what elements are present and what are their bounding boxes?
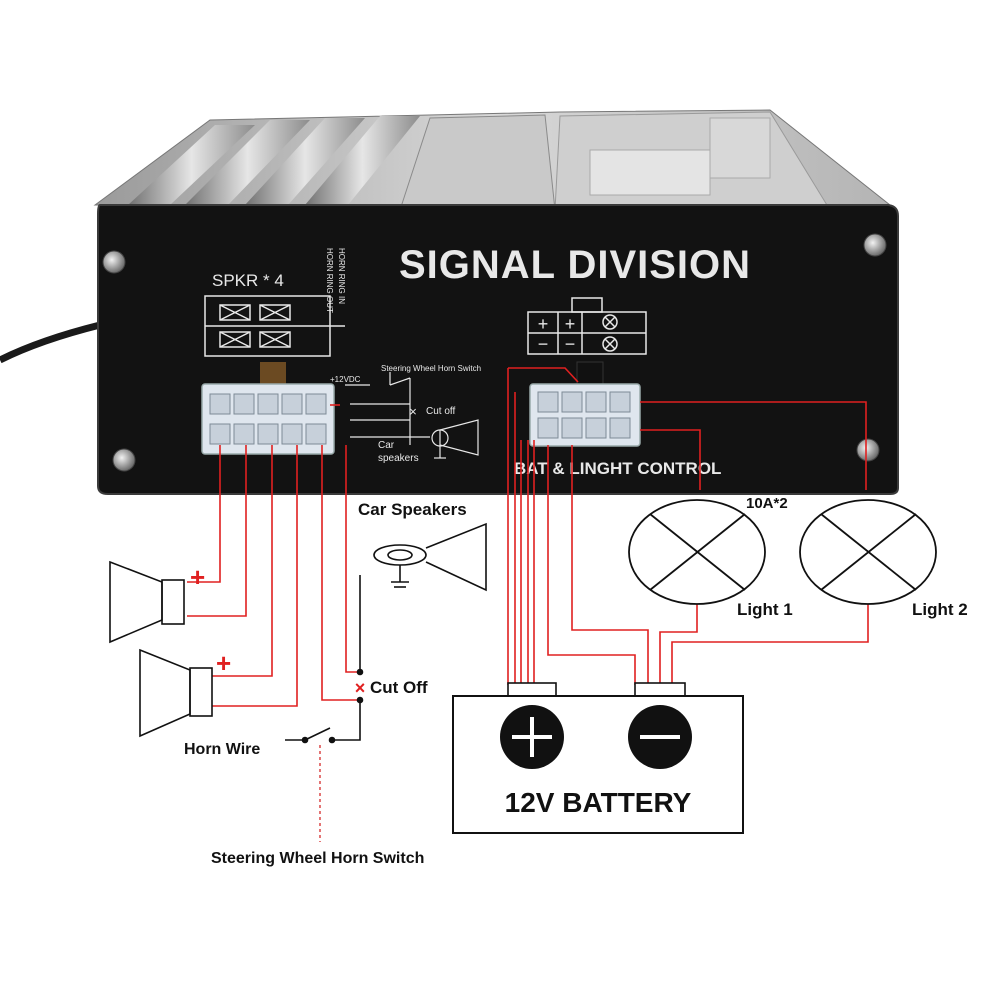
wire-light2-feed	[640, 429, 701, 490]
cut-off-label: Cut Off	[370, 678, 428, 697]
car-speakers-label: Car Speakers	[358, 500, 467, 519]
bat-light-pinout-glyph	[527, 297, 647, 355]
steering-wheel-horn-switch-label: Steering Wheel Horn Switch	[211, 850, 424, 867]
light-1	[628, 499, 766, 605]
wire-speaker2-minus	[212, 445, 298, 707]
connector-10pin	[201, 362, 335, 455]
wire-speaker1-plus	[187, 445, 221, 583]
screw-top-right	[863, 233, 887, 257]
connector-8pin	[529, 361, 641, 447]
horn-wire-label: Horn Wire	[184, 741, 260, 758]
glyph-minus-1: −	[538, 334, 549, 354]
wire-light2-return	[671, 600, 869, 685]
power-cable	[0, 321, 101, 364]
control-box: SIGNAL DIVISION SPKR * 4 HORN RING OUT H…	[0, 109, 899, 495]
wire-bat-neg-b	[571, 445, 649, 685]
cut-off-x-mark: ×	[355, 678, 366, 698]
wire-light1-return	[659, 600, 698, 685]
horn-ring-in-label: HORN RING IN	[337, 248, 346, 304]
horn-circuit	[285, 575, 364, 744]
screw-bottom-right	[856, 438, 880, 462]
screw-top-left	[102, 250, 126, 274]
panel-wiring	[345, 372, 479, 459]
bat-light-control-label: BAT & LINGHT CONTROL	[514, 459, 721, 478]
speaker-pinout-glyph	[204, 295, 345, 357]
spkr-label: SPKR * 4	[212, 271, 284, 290]
wire-light1-feed	[640, 401, 867, 490]
battery	[452, 682, 744, 834]
light-2-label: Light 2	[912, 600, 968, 619]
wire-speaker2-plus	[212, 445, 273, 677]
steering-switch-small-label: Steering Wheel Horn Switch	[381, 364, 481, 373]
cooling-fins	[128, 111, 831, 211]
wire-horn	[321, 445, 360, 701]
light-2	[799, 499, 937, 605]
battery-label: 12V BATTERY	[505, 787, 692, 818]
speaker-2-plus: +	[216, 648, 231, 678]
fuse-rating-label: 10A*2	[746, 495, 788, 512]
glyph-minus-2: −	[565, 334, 576, 354]
glyph-plus-2: +	[565, 314, 576, 334]
red-wires	[187, 367, 869, 707]
wire-cutoff	[345, 445, 360, 673]
car-small-label: Car	[378, 440, 395, 451]
wire-bat-neg-a	[547, 445, 636, 685]
speakers-small-label: speakers	[378, 453, 419, 464]
speaker-1	[109, 560, 185, 644]
plus-12vdc-label: +12VDC	[330, 375, 361, 384]
speaker-1-plus: +	[190, 562, 205, 592]
glyph-plus-1: +	[538, 314, 549, 334]
speaker-2	[139, 648, 213, 738]
screw-bottom-left	[112, 448, 136, 472]
car-speaker-horn	[373, 522, 487, 592]
cutoff-x-small: ×	[409, 404, 417, 419]
wire-steering-panel	[508, 367, 579, 383]
wire-speaker1-minus	[187, 445, 247, 617]
cut-off-small-label: Cut off	[426, 406, 455, 417]
horn-ring-out-label: HORN RING OUT	[325, 248, 334, 313]
device-title: SIGNAL DIVISION	[399, 243, 751, 287]
light-1-label: Light 1	[737, 600, 793, 619]
